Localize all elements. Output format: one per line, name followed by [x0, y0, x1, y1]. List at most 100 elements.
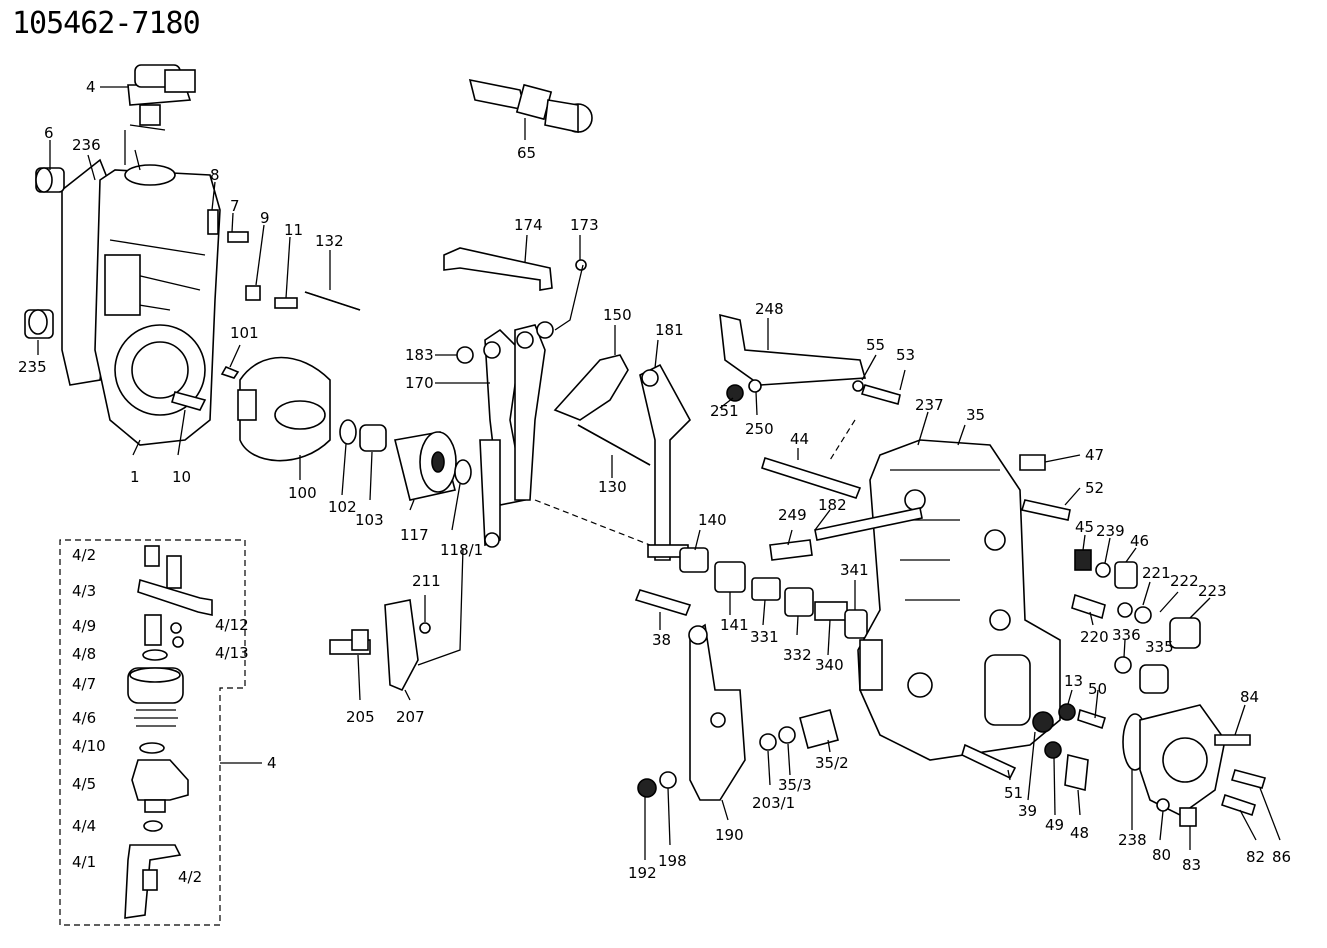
label-341: 341: [840, 561, 869, 579]
label-198: 198: [658, 852, 687, 870]
part-10-screw: [171, 391, 207, 411]
label-35: 35: [966, 406, 985, 424]
label-35-3: 35/3: [778, 776, 812, 794]
kit-label-4-2b: 4/2: [178, 868, 202, 886]
part-181-arm: [639, 363, 691, 561]
part-13-nut: [1058, 703, 1076, 721]
label-117: 117: [400, 526, 429, 544]
label-130: 130: [598, 478, 627, 496]
label-141: 141: [720, 616, 749, 634]
part-335-plug: [1139, 664, 1169, 694]
kit-4-parts: [124, 545, 213, 919]
label-182: 182: [818, 496, 847, 514]
part-35-pump-housing: [857, 439, 1061, 761]
label-49: 49: [1045, 816, 1064, 834]
label-13: 13: [1064, 672, 1083, 690]
label-50: 50: [1088, 680, 1107, 698]
label-340: 340: [815, 656, 844, 674]
label-83: 83: [1182, 856, 1201, 874]
part-65-sleeve: [468, 78, 593, 133]
label-220: 220: [1080, 628, 1109, 646]
label-332: 332: [783, 646, 812, 664]
part-52-screw: [1020, 499, 1071, 521]
part-4-sensor: [124, 64, 196, 171]
label-65: 65: [517, 144, 536, 162]
part-118-1-washer: [454, 459, 472, 485]
part-101-pin: [220, 365, 240, 379]
kit-label-4-13: 4/13: [215, 644, 249, 662]
label-221: 221: [1142, 564, 1171, 582]
kit-label-4: 4: [267, 754, 277, 772]
kit-label-4-10: 4/10: [72, 737, 106, 755]
part-102-washer: [339, 419, 357, 445]
diagram-title: 105462-7180: [12, 6, 201, 41]
part-84-screw: [1214, 734, 1251, 746]
label-44: 44: [790, 430, 809, 448]
part-100-flyweight: [237, 356, 331, 462]
label-102: 102: [328, 498, 357, 516]
part-336-washer: [1114, 656, 1132, 674]
label-251: 251: [710, 402, 739, 420]
label-1: 1: [130, 468, 140, 486]
label-331: 331: [750, 628, 779, 646]
label-53: 53: [896, 346, 915, 364]
label-86: 86: [1272, 848, 1291, 866]
label-235: 235: [18, 358, 47, 376]
part-183-washer: [456, 346, 474, 364]
kit-labels: 4/2 4/3 4/9 4/12 4/13 4/8 4/7 4/6 4/10 4…: [72, 546, 277, 886]
lever-pin: [536, 321, 554, 339]
part-173-clip: [575, 259, 587, 271]
label-170: 170: [405, 374, 434, 392]
part-48-screw: [1064, 753, 1089, 792]
label-207: 207: [396, 708, 425, 726]
part-49-nut: [1044, 741, 1062, 759]
governor-housing: [61, 158, 221, 446]
part-35-3-washer: [778, 726, 796, 744]
part-220-screw: [1071, 593, 1106, 620]
kit-label-4-12: 4/12: [215, 616, 249, 634]
label-7: 7: [230, 197, 240, 215]
part-86-screw: [1230, 769, 1267, 789]
label-203-1: 203/1: [752, 794, 795, 812]
label-11: 11: [284, 221, 303, 239]
kit-label-4-9: 4/9: [72, 617, 96, 635]
part-207-bracket: [384, 599, 419, 692]
part-239-washer: [1095, 562, 1111, 578]
label-51: 51: [1004, 784, 1023, 802]
label-249: 249: [778, 506, 807, 524]
kit-label-4-5: 4/5: [72, 775, 96, 793]
label-205: 205: [346, 708, 375, 726]
label-39: 39: [1018, 802, 1037, 820]
label-250: 250: [745, 420, 774, 438]
part-190-lever: [688, 623, 746, 801]
part-150-lever: [553, 354, 629, 421]
kit-label-4-6: 4/6: [72, 709, 96, 727]
label-118-1: 118/1: [440, 541, 483, 559]
part-83-screw: [1179, 807, 1197, 827]
part-82-screw: [1221, 793, 1256, 817]
kit-label-4-2a: 4/2: [72, 546, 96, 564]
label-183: 183: [405, 346, 434, 364]
part-55-washer: [852, 380, 864, 392]
label-10: 10: [172, 468, 191, 486]
part-192-nut: [637, 778, 657, 798]
label-46: 46: [1130, 532, 1149, 550]
part-53-screw: [860, 384, 901, 405]
part-35-2-plug: [799, 709, 839, 749]
label-38: 38: [652, 631, 671, 649]
part-38-screw: [634, 589, 692, 616]
part-221-washer: [1117, 602, 1133, 618]
label-84: 84: [1240, 688, 1259, 706]
label-55: 55: [866, 336, 885, 354]
label-9: 9: [260, 209, 270, 227]
part-223-cap: [1169, 617, 1201, 649]
part-labels: 4 6 236 8 7 9 11 132 235 101 1 10 100 10…: [18, 78, 1291, 882]
part-250-washer: [748, 379, 762, 393]
part-140-train: [647, 544, 868, 639]
label-336: 336: [1112, 626, 1141, 644]
label-52: 52: [1085, 479, 1104, 497]
part-103-sleeve: [359, 424, 387, 452]
part-174-bracket: [443, 247, 553, 291]
kit-label-4-1: 4/1: [72, 853, 96, 871]
